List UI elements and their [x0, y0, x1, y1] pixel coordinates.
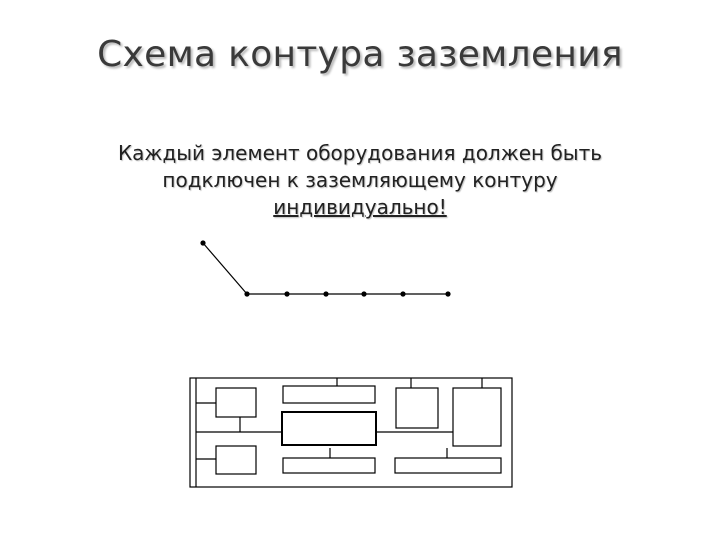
grounding-electrode-line: [200, 240, 451, 297]
electrode-point: [200, 240, 206, 246]
electrode-point: [323, 291, 329, 297]
equipment-box: [395, 387, 439, 429]
electrode-point: [400, 291, 406, 297]
equipment-box: [282, 385, 376, 404]
equipment-box: [452, 387, 502, 447]
body-line-2: подключен к заземляющему контуру: [162, 168, 558, 192]
electrode-point: [445, 291, 451, 297]
electrode-point: [361, 291, 367, 297]
slide-body-text: Каждый элемент оборудования должен быть …: [60, 140, 660, 221]
slide-title: Схема контура заземления: [97, 34, 623, 75]
equipment-units: [215, 385, 502, 475]
equipment-box: [282, 457, 376, 474]
room-outline: [189, 377, 513, 488]
body-line-3-emphasis: индивидуально!: [273, 195, 447, 219]
equipment-box: [394, 457, 502, 474]
equipment-box: [215, 445, 257, 475]
electrode-point: [284, 291, 290, 297]
equipment-box: [215, 387, 257, 418]
equipment-box: [281, 411, 377, 446]
electrode-point: [244, 291, 250, 297]
body-line-1: Каждый элемент оборудования должен быть: [117, 141, 603, 165]
